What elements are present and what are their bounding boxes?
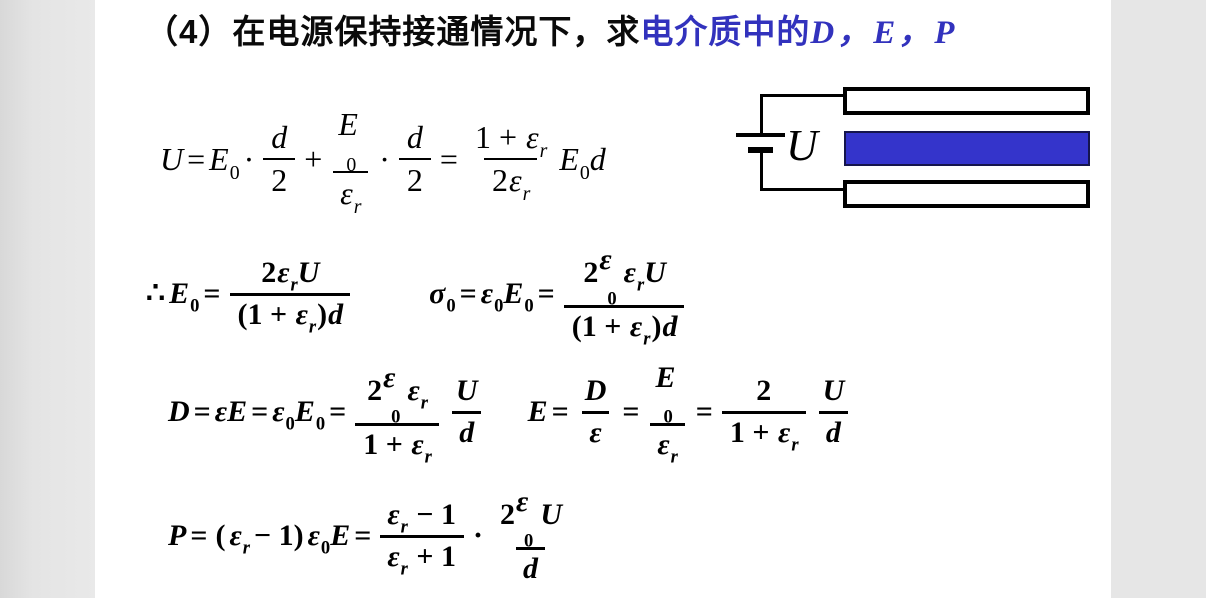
title-highlight-text: 电介质中的 (640, 13, 811, 50)
title-highlight-variables: D，E，P (810, 15, 958, 51)
wire-bottom-vertical (760, 151, 763, 191)
battery-negative-plate (748, 147, 773, 153)
slide-title: （4）在电源保持接通情况下，求电介质中的D，E，P (145, 5, 957, 53)
wire-bottom-horizontal (760, 188, 844, 191)
battery-voltage-label: U (786, 121, 818, 170)
wire-top-horizontal (760, 94, 844, 97)
title-question-text: （4）在电源保持接通情况下，求 (145, 13, 641, 50)
capacitor-plate-top (843, 87, 1090, 115)
wire-top-vertical (760, 94, 763, 136)
letterbox-right (1111, 0, 1206, 598)
battery-positive-plate (736, 133, 785, 137)
dielectric-slab (844, 131, 1090, 166)
letterbox-left (0, 0, 95, 598)
capacitor-plate-bottom (843, 180, 1090, 208)
